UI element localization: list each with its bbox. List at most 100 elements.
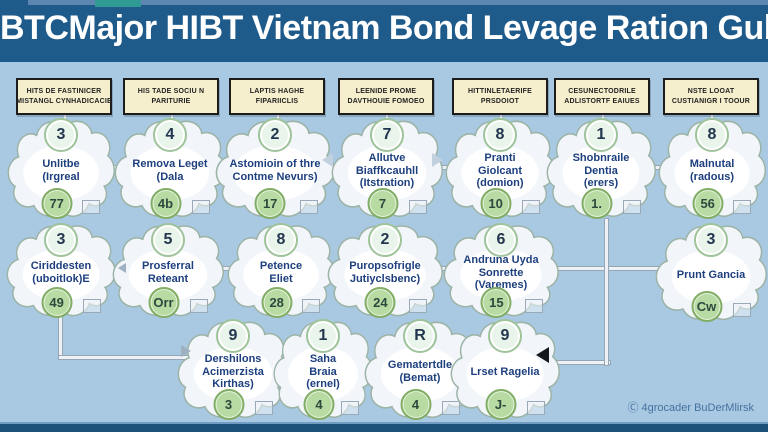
node-title: Unlitbe(Irgreal bbox=[11, 116, 110, 222]
node-title-line: Jutiyclsbenc) bbox=[349, 273, 421, 285]
node-title-line: Remova Leget bbox=[132, 158, 208, 171]
node-value-badge: 28 bbox=[261, 287, 293, 318]
node-tab-decoration bbox=[409, 200, 428, 214]
node-title-line: Braia bbox=[309, 365, 337, 378]
node-title-line: Prosferral bbox=[142, 260, 194, 273]
flow-node: R Gematertdle(Bemat) 4 bbox=[364, 317, 476, 423]
node-title: Malnutal(radous) bbox=[662, 116, 761, 222]
watermark-text: Ⓒ 4grocader BuDerMlirsk bbox=[627, 402, 754, 414]
header-box-label: HIS TADE SOCIU N bbox=[137, 88, 205, 96]
title-bar: BTCMajor HIBT Vietnam Bond Levage Ration… bbox=[0, 0, 768, 62]
header-box-label: NSTE LOOAT bbox=[687, 88, 735, 96]
node-title-line: Andruna Uyda bbox=[463, 253, 539, 266]
dashed-connector bbox=[96, 263, 136, 265]
node-value-badge: 4 bbox=[400, 389, 432, 420]
header-box-label: HITS DE FASTINICER bbox=[26, 88, 102, 96]
cloud-shape-icon bbox=[273, 321, 373, 419]
node-tab-decoration bbox=[408, 299, 427, 313]
node-number-badge: R bbox=[403, 319, 437, 353]
node-title-line: Gematertdle bbox=[387, 359, 453, 372]
node-title-line: (ernel) bbox=[306, 378, 340, 391]
node-number-badge: 6 bbox=[484, 223, 518, 257]
node-tab-decoration bbox=[622, 200, 641, 214]
header-box-label: ADLISTORTF EAIUES bbox=[564, 97, 640, 105]
teal-accent-chip bbox=[95, 0, 141, 7]
node-value-badge: 17 bbox=[254, 188, 286, 219]
node-tab-decoration bbox=[526, 401, 545, 415]
page-title: BTCMajor HIBT Vietnam Bond Levage Ration… bbox=[0, 9, 768, 47]
node-title-line: Giolcant bbox=[477, 164, 522, 177]
header-box-label: FIPARIICLIS bbox=[255, 97, 299, 105]
header-box-label: DAVTHOUIE FOMOEO bbox=[347, 97, 425, 105]
cloud-shape-icon bbox=[6, 225, 116, 317]
node-title-line: (domion) bbox=[476, 177, 524, 190]
node-title-line: (Bemat) bbox=[399, 372, 441, 384]
node-value-badge: 24 bbox=[364, 287, 396, 318]
node-title: Prunt Gancia bbox=[659, 221, 762, 325]
node-title: Ciriddesten(uboitlok)E bbox=[10, 221, 111, 321]
cloud-shape-icon bbox=[112, 225, 224, 317]
node-value-badge: 10 bbox=[480, 188, 512, 219]
node-number-badge: 8 bbox=[264, 223, 298, 257]
header-box-label: LEENIDE PROME bbox=[355, 88, 417, 96]
node-title-line: (radous) bbox=[690, 171, 734, 183]
node-tab-decoration bbox=[524, 299, 543, 313]
node-tab-decoration bbox=[301, 299, 320, 313]
cloud-shape-icon bbox=[443, 225, 559, 317]
node-title-line: Eliet bbox=[269, 273, 293, 285]
node-title-line: Allutve bbox=[368, 151, 406, 164]
node-title-line: Ciriddesten bbox=[30, 260, 92, 273]
node-tab-decoration bbox=[732, 200, 751, 214]
node-title-line: (Irgreal bbox=[42, 171, 80, 183]
node-number-badge: 1 bbox=[306, 319, 340, 353]
node-title-line: Prunt Gancia bbox=[676, 268, 746, 281]
node-title-line: Kirthas) bbox=[212, 378, 254, 391]
node-tab-decoration bbox=[255, 401, 274, 415]
cloud-shape-icon bbox=[546, 120, 656, 218]
node-title-line: Unlitbe bbox=[42, 158, 80, 171]
node-title-line: Puropsofrigle bbox=[349, 260, 421, 273]
node-number-badge: 5 bbox=[151, 223, 185, 257]
cloud-shape-icon bbox=[327, 225, 443, 317]
arrowhead-icon bbox=[322, 153, 333, 167]
bottom-bar bbox=[0, 422, 768, 432]
node-tab-decoration bbox=[190, 299, 209, 313]
node-value-badge: Cw bbox=[691, 291, 723, 322]
node-title-line: Contme Nevurs) bbox=[232, 171, 318, 183]
cloud-shape-icon bbox=[227, 225, 335, 317]
header-box-label: PRSDOIOT bbox=[480, 97, 520, 105]
node-title-line: (Dala bbox=[156, 171, 184, 183]
node-value-badge: 7 bbox=[367, 188, 399, 219]
node-title-line: Dershilons bbox=[204, 352, 262, 365]
cloud-shape-icon bbox=[177, 321, 289, 419]
node-number-badge: 3 bbox=[44, 223, 78, 257]
node-title-line: (erers) bbox=[583, 177, 619, 190]
node-number-badge: 8 bbox=[695, 118, 729, 152]
arrowhead-icon bbox=[536, 347, 549, 363]
node-title: Lrset Ragelia bbox=[454, 317, 555, 423]
node-title-line: Malnutal bbox=[689, 158, 735, 171]
node-title: Remova Leget(Dala bbox=[118, 116, 221, 222]
node-title-line: Acimerzista bbox=[202, 365, 264, 378]
node-value-badge: 4b bbox=[150, 188, 182, 219]
